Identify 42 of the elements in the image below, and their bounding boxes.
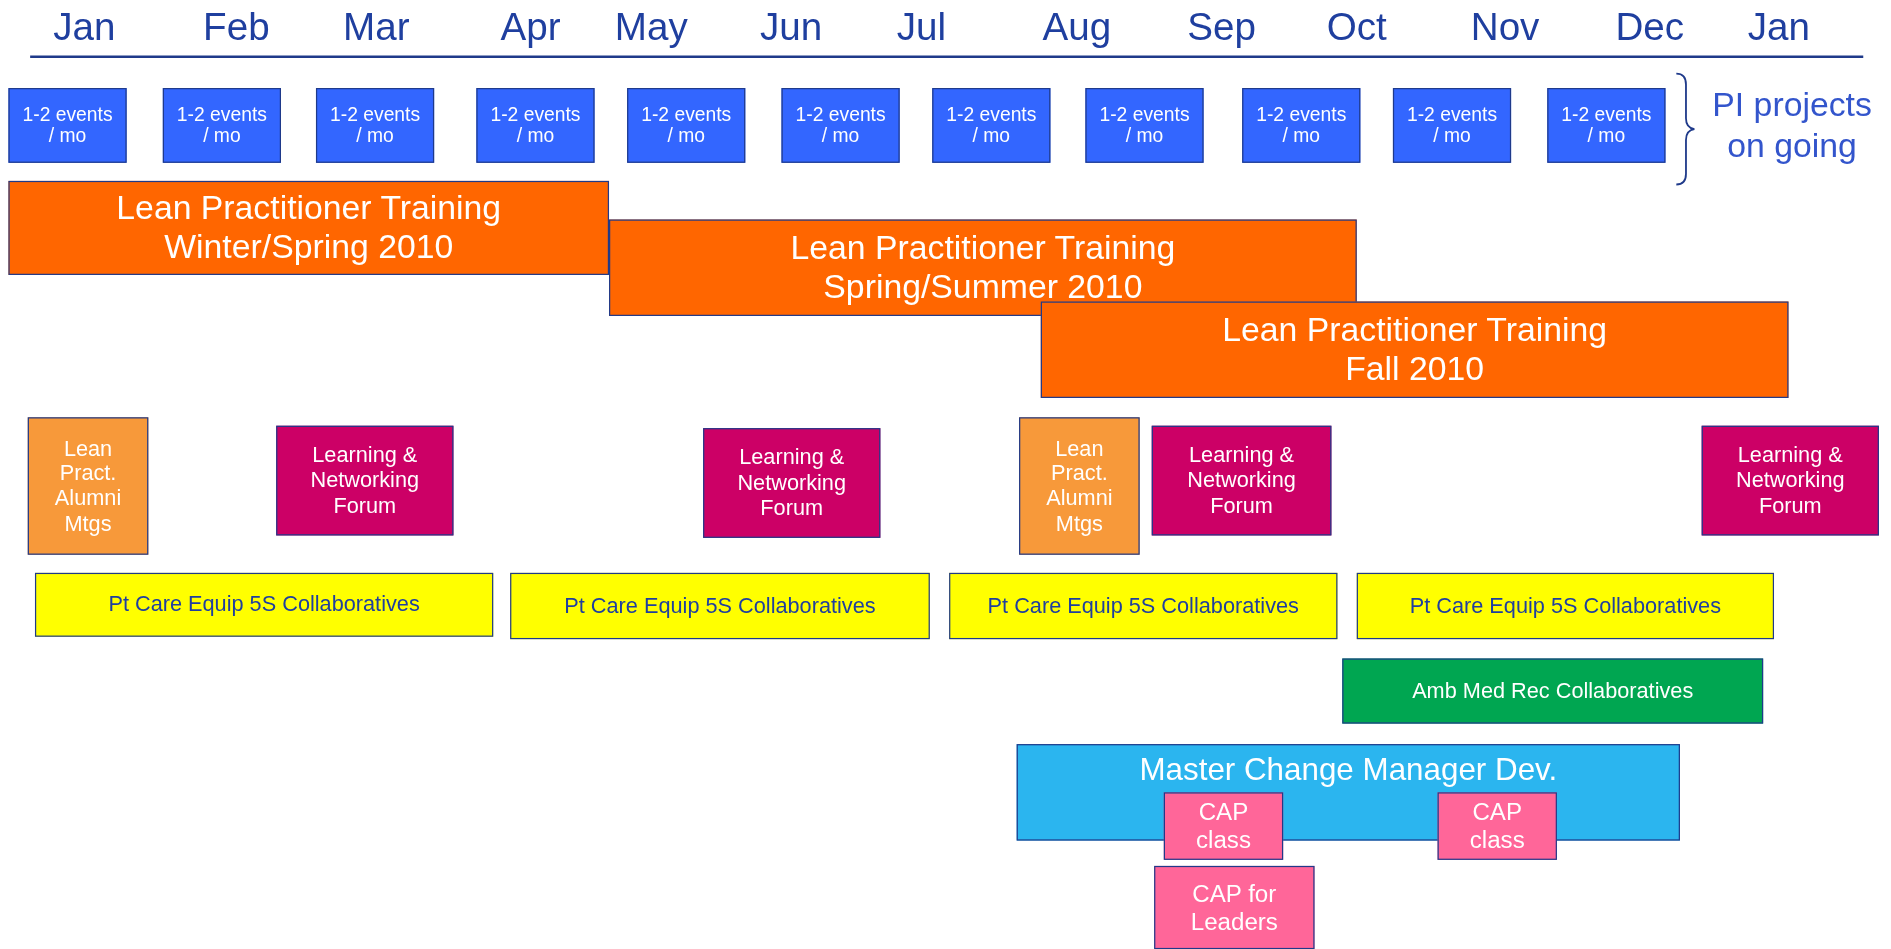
class-box: CAP class — [1163, 792, 1284, 860]
month-label: Apr — [500, 4, 561, 50]
month-label: Oct — [1326, 4, 1387, 50]
collaborative-bar: Pt Care Equip 5S Collaboratives — [949, 572, 1338, 640]
forum-box: Learning & Networking Forum — [703, 428, 881, 538]
month-label: Nov — [1470, 4, 1540, 50]
collaborative-bar: Pt Care Equip 5S Collaboratives — [510, 572, 930, 640]
month-label: Jul — [896, 4, 947, 50]
month-label: Jan — [1747, 4, 1810, 50]
month-label: Jun — [760, 4, 823, 50]
month-label: Sep — [1187, 4, 1256, 50]
month-label: May — [614, 4, 688, 50]
collaborative-bar: Amb Med Rec Collaboratives — [1342, 658, 1764, 724]
class-box: CAP for Leaders — [1154, 865, 1315, 949]
event-box: 1-2 events / mo — [476, 88, 595, 163]
event-box: 1-2 events / mo — [1392, 88, 1512, 163]
meeting-box: Lean Pract. Alumni Mtgs — [1019, 417, 1140, 555]
forum-box: Learning & Networking Forum — [1701, 425, 1879, 536]
meeting-box: Lean Pract. Alumni Mtgs — [27, 417, 149, 555]
month-label: Dec — [1615, 4, 1685, 50]
forum-box: Learning & Networking Forum — [276, 425, 454, 536]
training-bar: Lean Practitioner Training Spring/Summer 2010 — [609, 219, 1357, 316]
event-box: 1-2 events / mo — [1242, 88, 1361, 163]
month-label: Jan — [53, 4, 116, 50]
collaborative-bar: Pt Care Equip 5S Collaboratives — [1356, 572, 1774, 640]
month-label: Aug — [1042, 4, 1112, 50]
class-box: CAP class — [1437, 792, 1557, 860]
event-box: 1-2 events / mo — [162, 88, 281, 163]
month-label: Mar — [343, 4, 410, 50]
event-box: 1-2 events / mo — [627, 88, 746, 163]
month-label: Feb — [203, 4, 270, 50]
training-bar: Lean Practitioner Training Fall 2010 — [1040, 301, 1789, 398]
training-bar: Lean Practitioner Training Winter/Spring 2010 — [8, 180, 609, 275]
event-box: 1-2 events / mo — [932, 88, 1051, 163]
event-box: 1-2 events / mo — [1085, 88, 1204, 163]
event-box: 1-2 events / mo — [315, 88, 435, 163]
note-label: PI projects on going — [1711, 84, 1873, 166]
event-box: 1-2 events / mo — [781, 88, 900, 163]
event-box: 1-2 events / mo — [8, 88, 127, 163]
event-box: 1-2 events / mo — [1547, 88, 1666, 163]
forum-box: Learning & Networking Forum — [1151, 425, 1332, 536]
collaborative-bar: Pt Care Equip 5S Collaboratives — [34, 572, 494, 637]
